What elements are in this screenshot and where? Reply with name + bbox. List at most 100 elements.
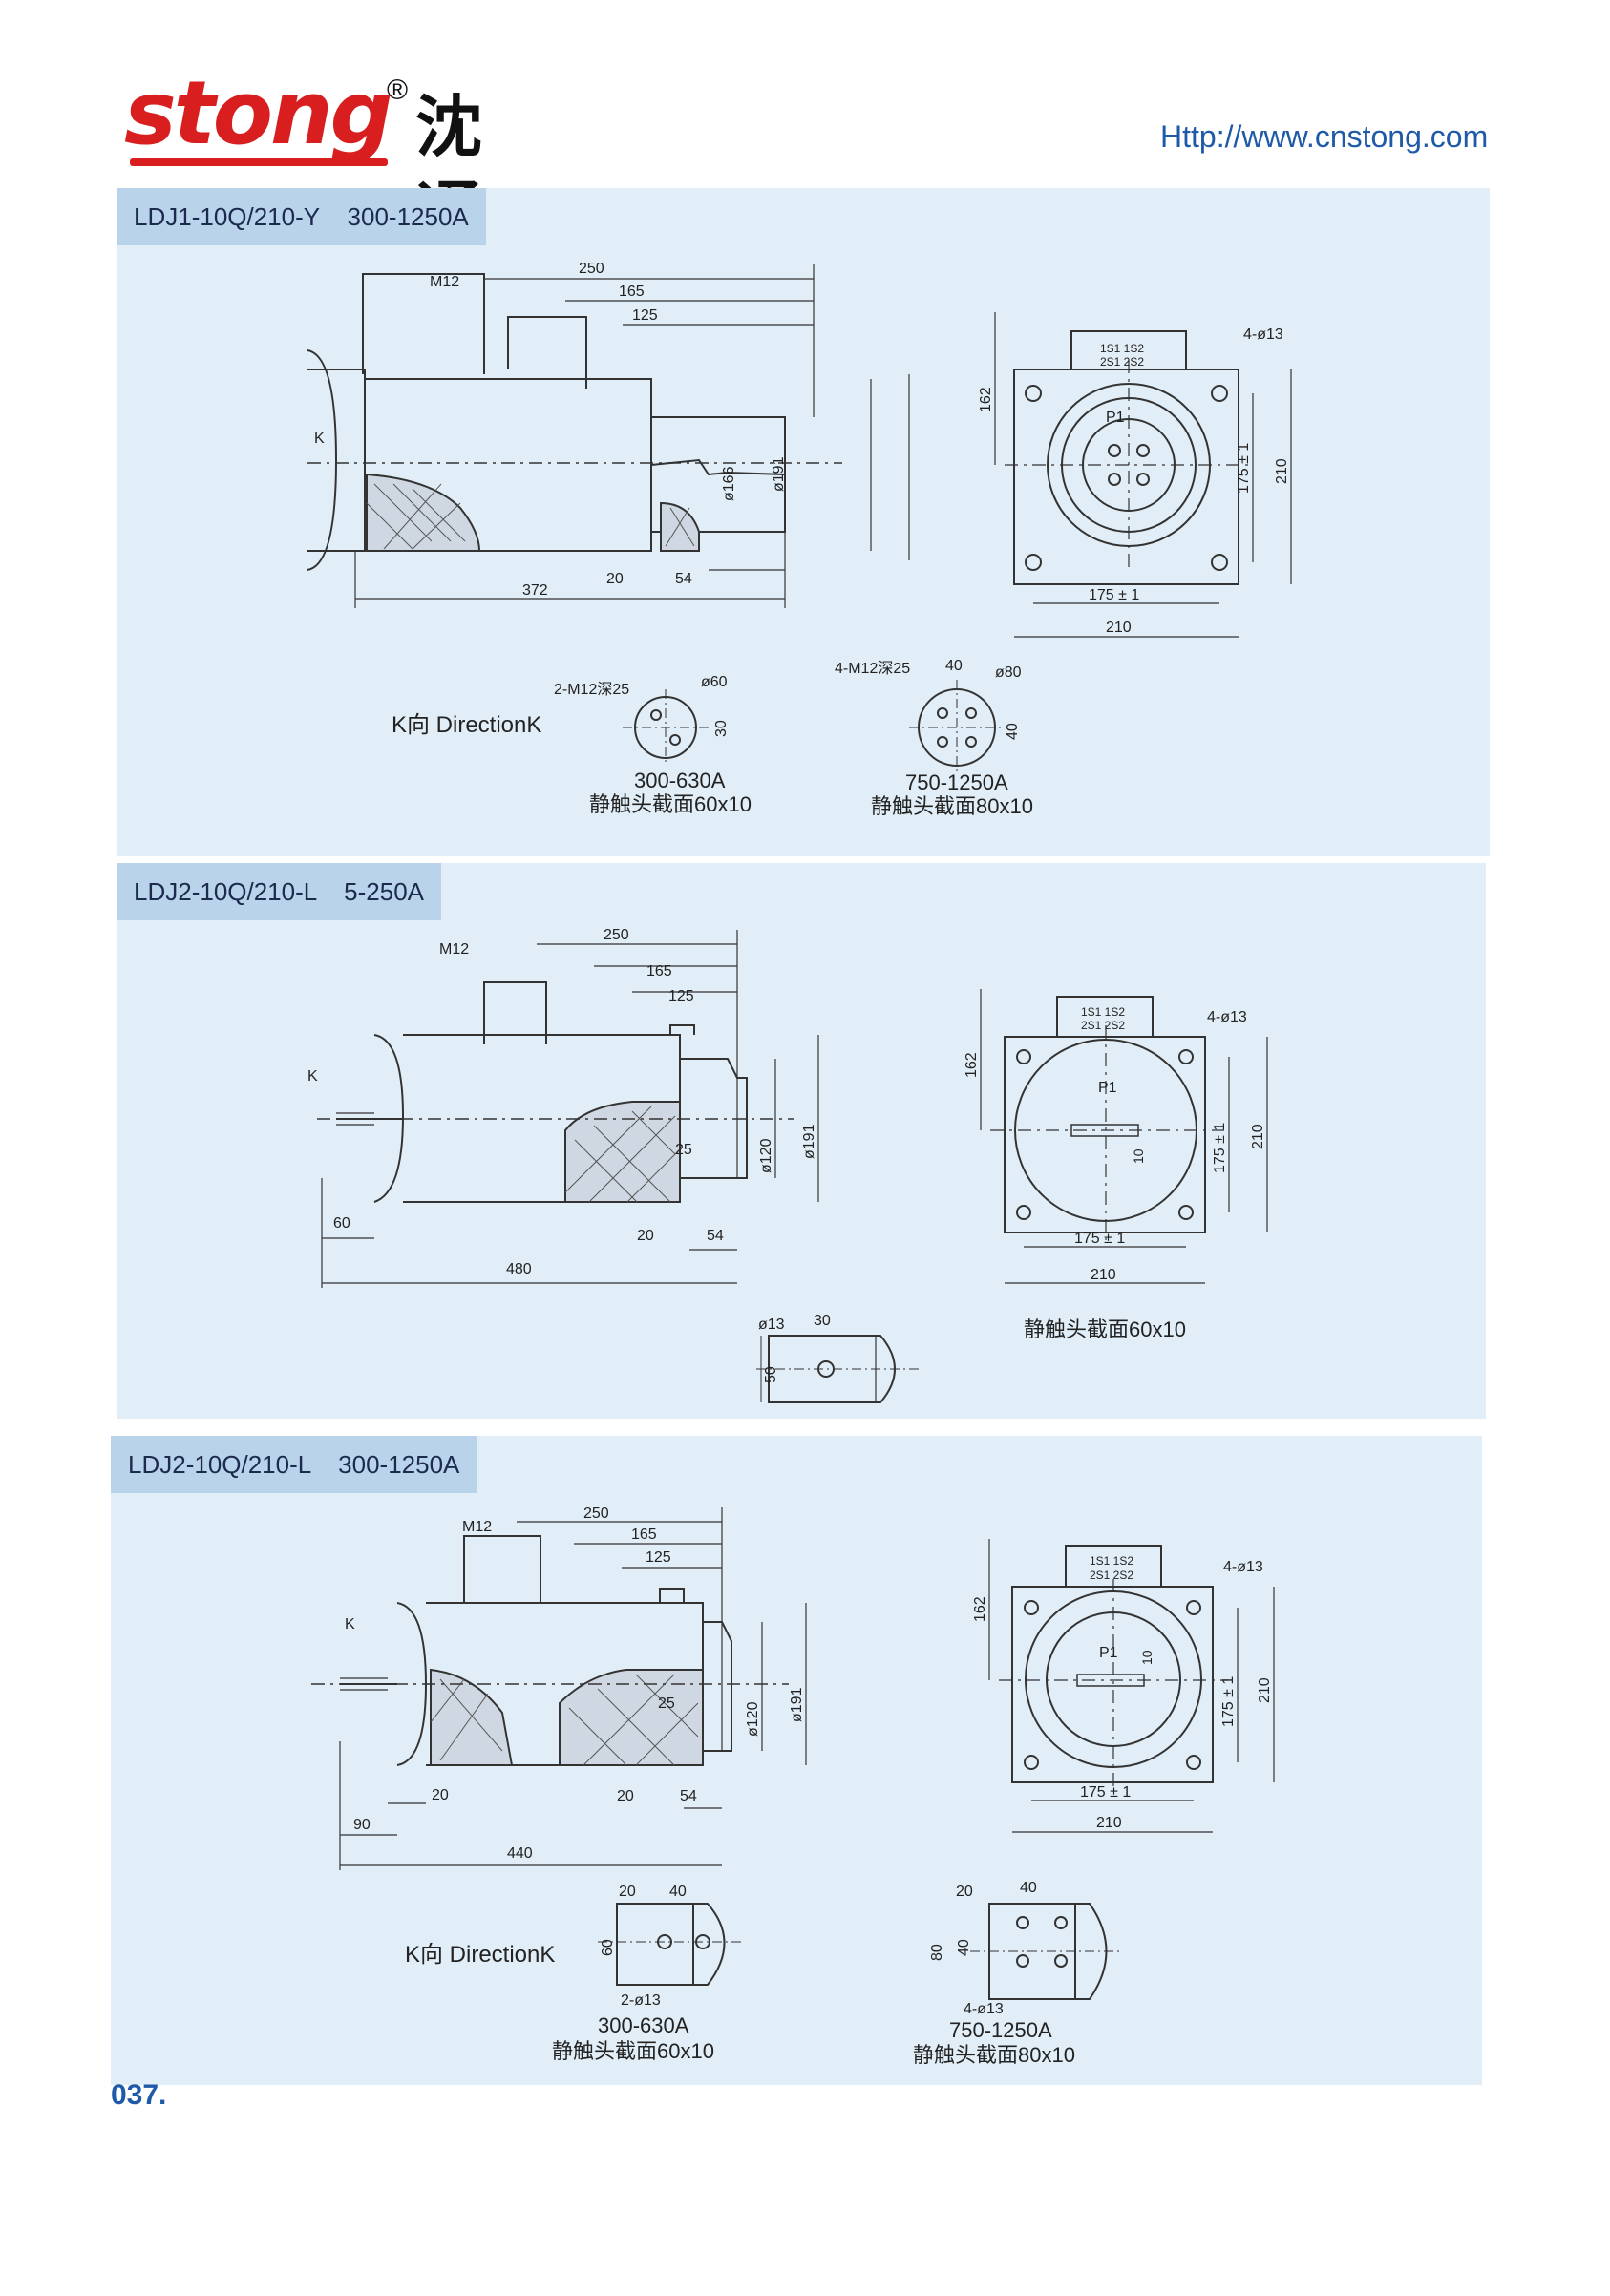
- dim-54: 54: [707, 1228, 724, 1244]
- brand-registered-mark: ®: [387, 74, 409, 106]
- kview-a-section: 静触头截面60x10: [552, 2039, 714, 2063]
- dim-372: 372: [522, 582, 548, 599]
- kview-a-rating: 300-630A: [598, 2013, 689, 2037]
- dim-dia120: ø120: [758, 1138, 774, 1173]
- panel-ldj2-5-250: M12 250 165 125 K ø120 ø191 25 60 20 54 …: [117, 863, 1486, 1419]
- dim-125: 125: [668, 988, 694, 1004]
- dim-k: K: [314, 431, 325, 447]
- dim-165: 165: [619, 284, 645, 300]
- dim-175-v: 175 ± 1: [1220, 1676, 1237, 1727]
- dim-20b: 20: [617, 1788, 634, 1804]
- kview-a-60: 60: [600, 1939, 616, 1956]
- dim-k: K: [345, 1616, 355, 1632]
- dim-210-v: 210: [1250, 1124, 1266, 1149]
- terminal-1s: 1S1 1S2: [1081, 1005, 1125, 1019]
- kview-a-20: 20: [619, 1884, 636, 1900]
- dim-175-h: 175 ± 1: [1080, 1784, 1131, 1801]
- dim-10: 10: [1139, 1650, 1155, 1665]
- dim-k: K: [307, 1068, 318, 1085]
- brand-latin: stong: [124, 62, 392, 164]
- dim-dia191: ø191: [789, 1687, 805, 1722]
- dim-175-h: 175 ± 1: [1089, 587, 1139, 603]
- dim-162: 162: [972, 1596, 988, 1622]
- dim-4-dia13: 4-ø13: [1207, 1009, 1247, 1025]
- page-number: 037.: [111, 2079, 167, 2111]
- dim-60: 60: [333, 1215, 350, 1232]
- brand-underline: [130, 158, 388, 166]
- kview-50: 50: [763, 1366, 779, 1383]
- terminal-2s: 2S1 2S2: [1100, 355, 1144, 369]
- kview-a-dia: ø60: [701, 674, 728, 690]
- drawing-ldj2-300-1250: M12 250 165 125 K ø120 ø191 25 20 90 20 …: [311, 1506, 1275, 2067]
- label-p1: P1: [1099, 1645, 1118, 1661]
- drawing-ldj2-5-250: M12 250 165 125 K ø120 ø191 25 60 20 54 …: [307, 927, 1268, 1403]
- dim-165: 165: [646, 963, 672, 979]
- kview-a-hole: 2-ø13: [621, 1992, 661, 2009]
- kview-b-dia: ø80: [995, 664, 1022, 681]
- website-url[interactable]: Http://www.cnstong.com: [1160, 119, 1489, 154]
- kview-b-hole: 4-ø13: [964, 2001, 1004, 2017]
- panel-title: LDJ2-10Q/210-L 5-250A: [117, 863, 441, 920]
- dim-210-v: 210: [1257, 1677, 1273, 1703]
- label-p1: P1: [1106, 410, 1125, 426]
- kview-a-section: 静触头截面60x10: [589, 792, 752, 816]
- dim-210-h: 210: [1106, 620, 1132, 636]
- kview-b-rating: 750-1250A: [949, 2018, 1052, 2042]
- dim-175-v: 175 ± 1: [1212, 1123, 1228, 1173]
- kview-a-rating: 300-630A: [634, 769, 726, 792]
- dim-20: 20: [637, 1228, 654, 1244]
- dim-210-h: 210: [1091, 1267, 1116, 1283]
- terminal-2s: 2S1 2S2: [1081, 1019, 1125, 1032]
- dim-dia120: ø120: [745, 1701, 761, 1737]
- kview-section: 静触头截面60x10: [1024, 1317, 1186, 1341]
- dim-162: 162: [964, 1052, 980, 1078]
- label-p1: P1: [1098, 1080, 1117, 1096]
- dim-25: 25: [658, 1696, 675, 1712]
- kview-label: K向 DirectionK: [405, 1942, 555, 1968]
- kview-label: K向 DirectionK: [392, 712, 541, 738]
- dim-210-h: 210: [1096, 1815, 1122, 1831]
- panel-title: LDJ2-10Q/210-L 300-1250A: [111, 1436, 477, 1493]
- dim-250: 250: [583, 1506, 609, 1522]
- kview-a-note: 2-M12深25: [554, 681, 629, 698]
- terminal-1s: 1S1 1S2: [1100, 342, 1144, 355]
- dim-250: 250: [604, 927, 629, 943]
- panel-ldj2-300-1250: M12 250 165 125 K ø120 ø191 25 20 90 20 …: [111, 1436, 1482, 2085]
- kview-b-80: 80: [929, 1944, 945, 1961]
- kview-b-40: 40: [1020, 1880, 1037, 1896]
- kview-b-20: 20: [956, 1884, 973, 1900]
- kview-b-section: 静触头截面80x10: [913, 2043, 1075, 2067]
- kview-b-section: 静触头截面80x10: [871, 794, 1033, 818]
- dim-54: 54: [680, 1788, 697, 1804]
- dim-125: 125: [646, 1549, 671, 1566]
- drawing-ldj1-y: M12 250 165 125 K ø166 ø191 20 54 372 16…: [307, 261, 1292, 818]
- dim-dia191: ø191: [801, 1124, 817, 1159]
- terminal-1s: 1S1 1S2: [1090, 1554, 1133, 1568]
- dim-4-dia13: 4-ø13: [1223, 1559, 1263, 1575]
- dim-20a: 20: [432, 1787, 449, 1803]
- dim-dia166: ø166: [721, 466, 737, 501]
- panel-ldj1-y: M12 250 165 125 K ø166 ø191 20 54 372 16…: [117, 188, 1490, 856]
- panel-title: LDJ1-10Q/210-Y 300-1250A: [117, 188, 486, 245]
- dim-m12: M12: [462, 1519, 492, 1535]
- kview-30: 30: [814, 1313, 831, 1329]
- dim-54: 54: [675, 571, 692, 587]
- kview-dia13: ø13: [758, 1317, 785, 1333]
- kview-b-40: 40: [945, 658, 963, 674]
- kview-a-30: 30: [713, 720, 730, 737]
- dim-210-v: 210: [1274, 458, 1290, 484]
- dim-20: 20: [606, 571, 624, 587]
- dim-480: 480: [506, 1261, 532, 1277]
- dim-10: 10: [1131, 1148, 1146, 1164]
- dim-440: 440: [507, 1845, 533, 1862]
- dim-25: 25: [675, 1142, 692, 1158]
- dim-4-dia13: 4-ø13: [1243, 326, 1283, 343]
- kview-b-40-v: 40: [956, 1939, 972, 1956]
- dim-175-v: 175 ± 1: [1236, 443, 1252, 494]
- kview-b-40-v: 40: [1005, 723, 1021, 740]
- dim-250: 250: [579, 261, 604, 277]
- kview-b-note: 4-M12深25: [835, 660, 910, 677]
- dim-175-h: 175 ± 1: [1074, 1231, 1125, 1247]
- kview-a-40: 40: [669, 1884, 687, 1900]
- dim-dia191: ø191: [771, 456, 787, 492]
